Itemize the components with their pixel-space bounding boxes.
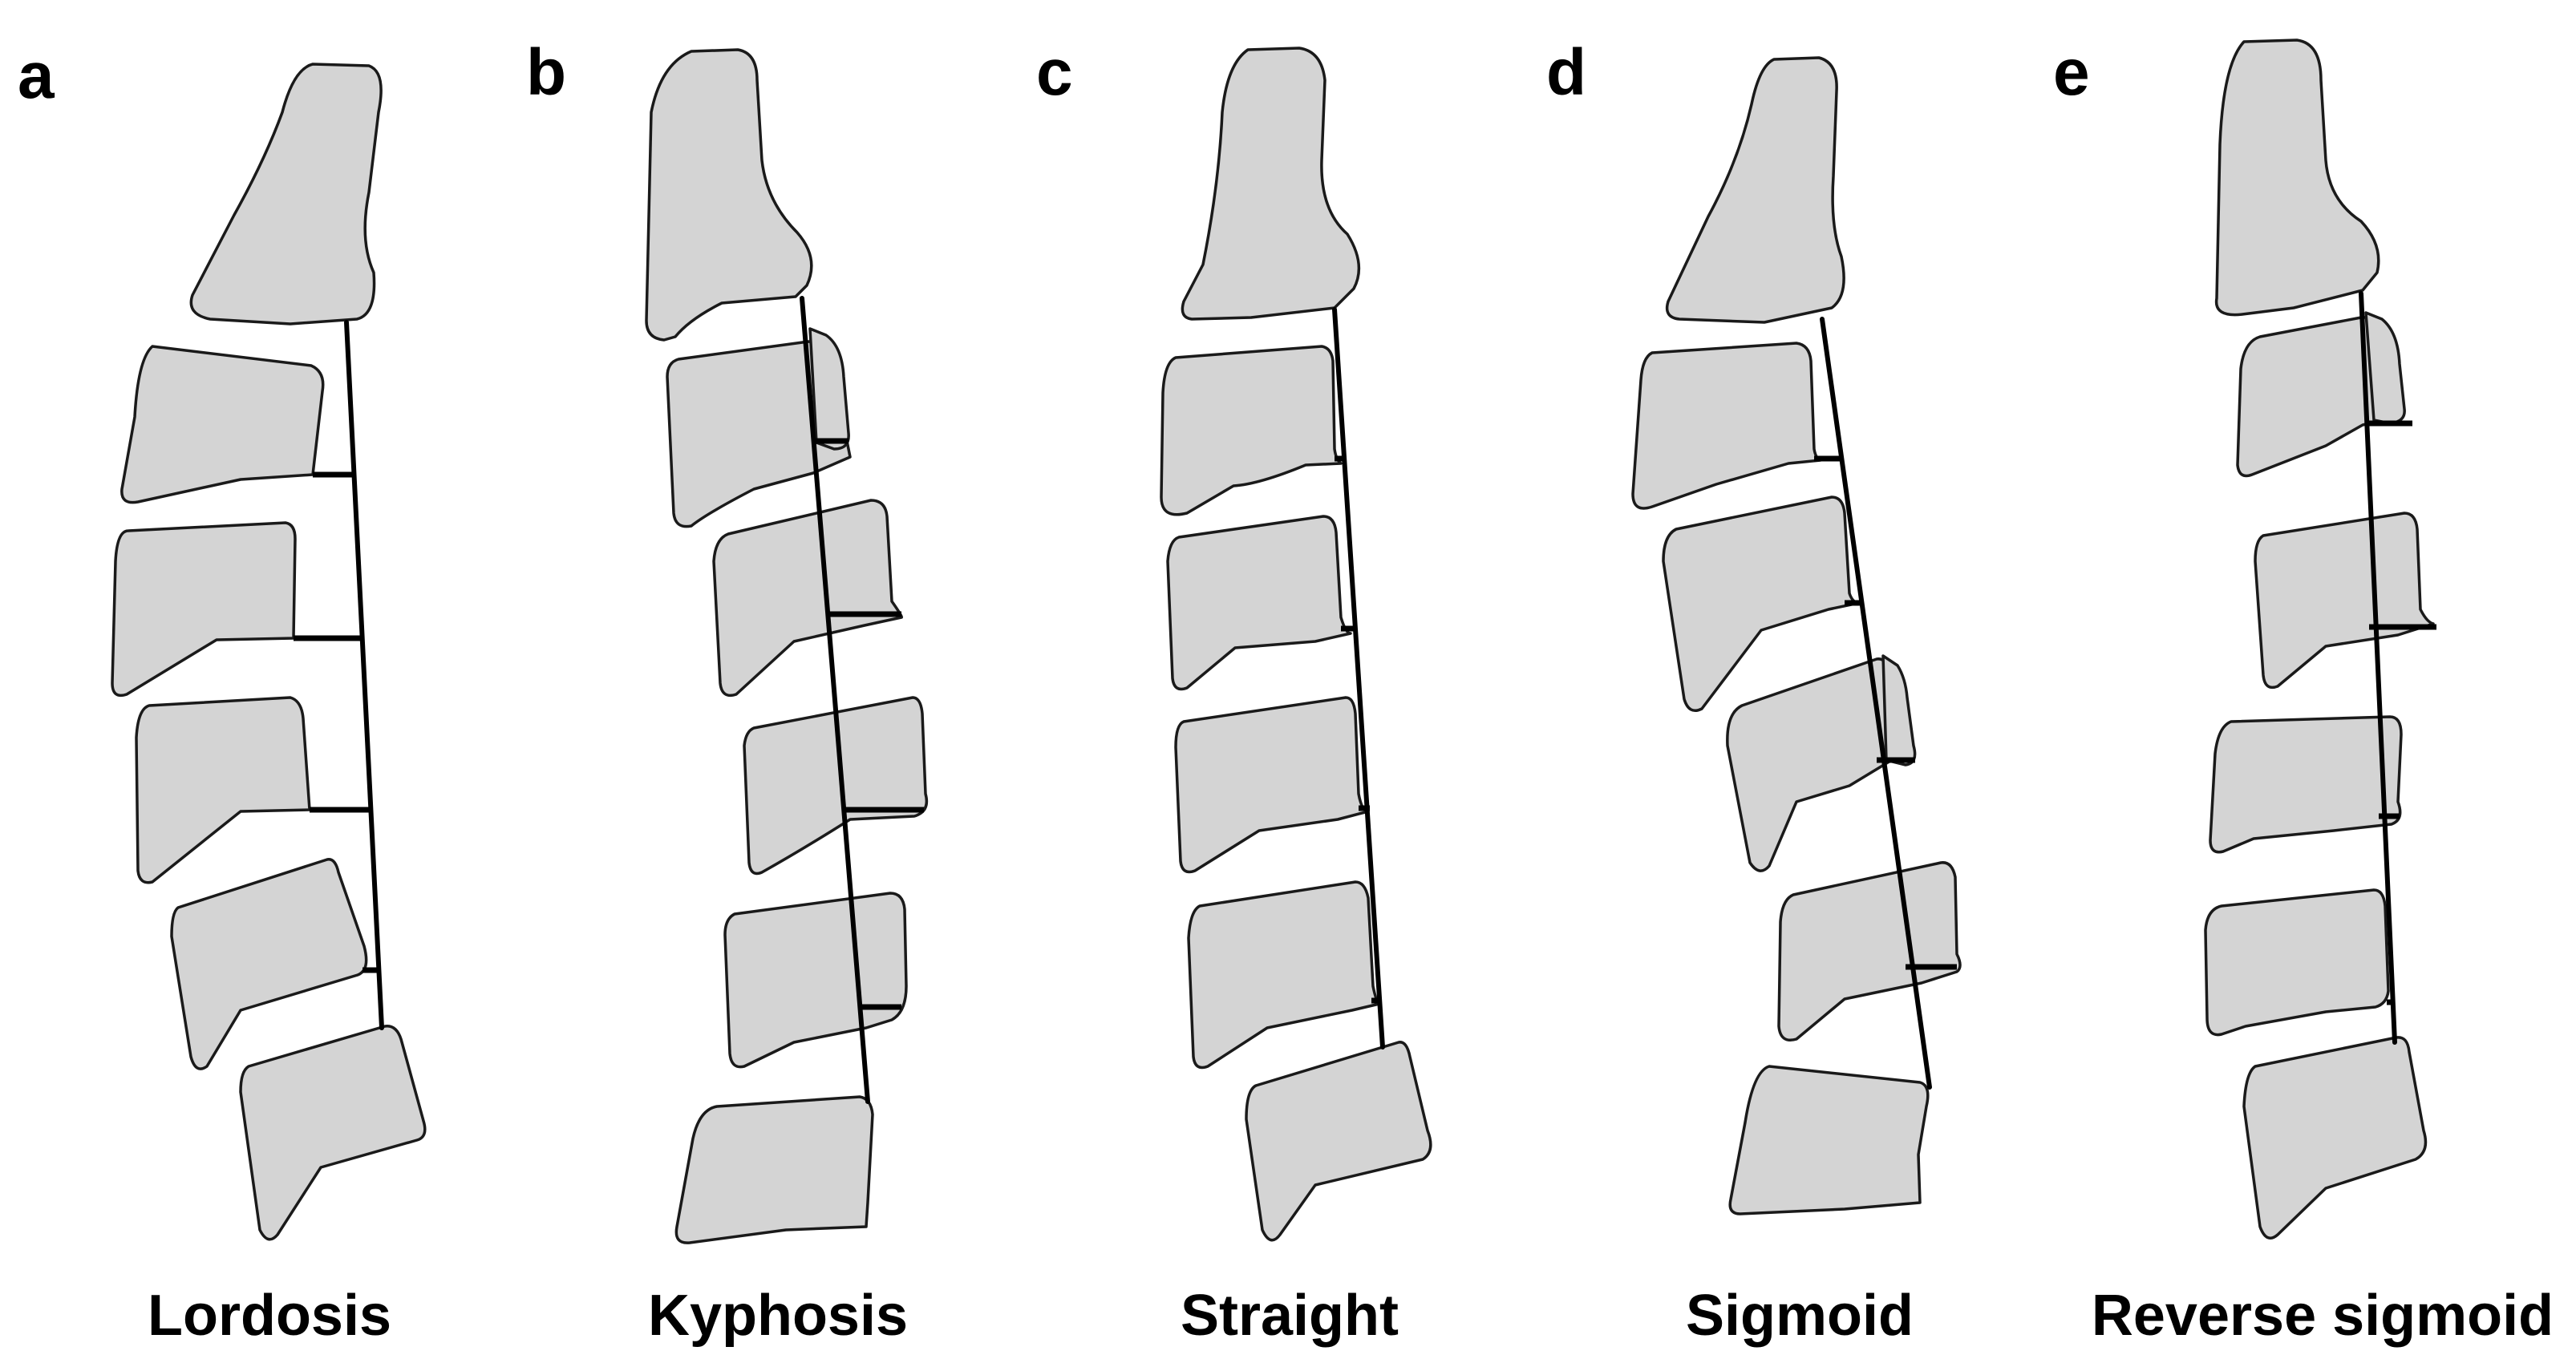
posterior-reference-line	[800, 296, 870, 1104]
panel-d-sigmoid: d Sigmoid	[1546, 36, 1962, 1348]
c3-vertebra	[1160, 345, 1343, 516]
c7-vertebra	[1245, 1041, 1432, 1242]
c6-vertebra	[2204, 888, 2390, 1037]
c3-posterior-element	[808, 327, 850, 451]
c7-vertebra	[2242, 1036, 2428, 1240]
c6-vertebra	[1187, 880, 1381, 1070]
caption-straight: Straight	[1181, 1284, 1399, 1348]
posterior-reference-line	[1820, 317, 1932, 1090]
c5-posterior-element	[1881, 654, 1917, 766]
c4-vertebra	[1662, 495, 1861, 712]
c4-vertebra	[2254, 512, 2435, 690]
c2-vertebra	[1181, 47, 1361, 321]
c6-vertebra	[170, 858, 368, 1070]
panel-b-kyphosis: b Kyphosis	[526, 36, 929, 1348]
c5-vertebra	[1174, 696, 1370, 874]
c2-vertebra	[2214, 38, 2380, 317]
c4-vertebra	[712, 499, 903, 698]
caption-lordosis: Lordosis	[148, 1284, 391, 1348]
c4-vertebra	[111, 521, 297, 698]
caption-sigmoid: Sigmoid	[1686, 1284, 1914, 1348]
c3-posterior-element	[2364, 311, 2406, 425]
caption-reverse-sigmoid: Reverse sigmoid	[2092, 1284, 2554, 1348]
c5-vertebra	[743, 696, 929, 876]
c5-vertebra	[2209, 715, 2403, 854]
panel-letter-a: a	[18, 39, 55, 112]
panel-c-straight: c Straight	[1036, 36, 1432, 1348]
c7-vertebra	[1728, 1065, 1930, 1215]
posterior-reference-line	[2359, 291, 2397, 1045]
c4-vertebra	[1166, 515, 1352, 691]
posterior-reference-line	[1332, 307, 1385, 1050]
c2-vertebra	[189, 63, 383, 326]
panel-a-lordosis: a Lordosis	[18, 39, 427, 1348]
panel-letter-b: b	[526, 36, 566, 109]
panel-letter-d: d	[1546, 36, 1586, 109]
c5-vertebra	[135, 696, 311, 884]
c6-vertebra	[1777, 861, 1962, 1041]
c6-vertebra	[723, 892, 908, 1069]
c2-vertebra	[645, 48, 813, 342]
c7-vertebra	[239, 1025, 427, 1241]
c3-vertebra	[120, 345, 325, 504]
c3-vertebra	[1631, 342, 1822, 510]
panel-letter-c: c	[1036, 36, 1073, 109]
caption-kyphosis: Kyphosis	[648, 1284, 908, 1348]
c7-vertebra	[674, 1095, 874, 1244]
panel-letter-e: e	[2053, 36, 2090, 109]
c2-vertebra	[1665, 56, 1845, 324]
posterior-reference-line	[344, 320, 384, 1030]
panel-e-reverse-sigmoid: e Reverse sigmoid	[2053, 36, 2554, 1348]
